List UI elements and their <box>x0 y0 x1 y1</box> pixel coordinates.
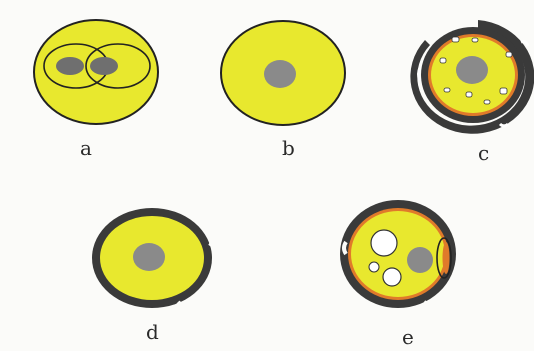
label-a: a <box>80 138 92 158</box>
cell-d <box>92 208 212 308</box>
cell-c <box>410 20 534 134</box>
cell-a <box>34 20 158 124</box>
cell-e <box>340 200 456 308</box>
label-c: c <box>478 143 489 163</box>
label-e: e <box>402 327 414 347</box>
cell-b <box>221 21 345 125</box>
label-d: d <box>146 322 159 342</box>
label-b: b <box>282 138 295 158</box>
